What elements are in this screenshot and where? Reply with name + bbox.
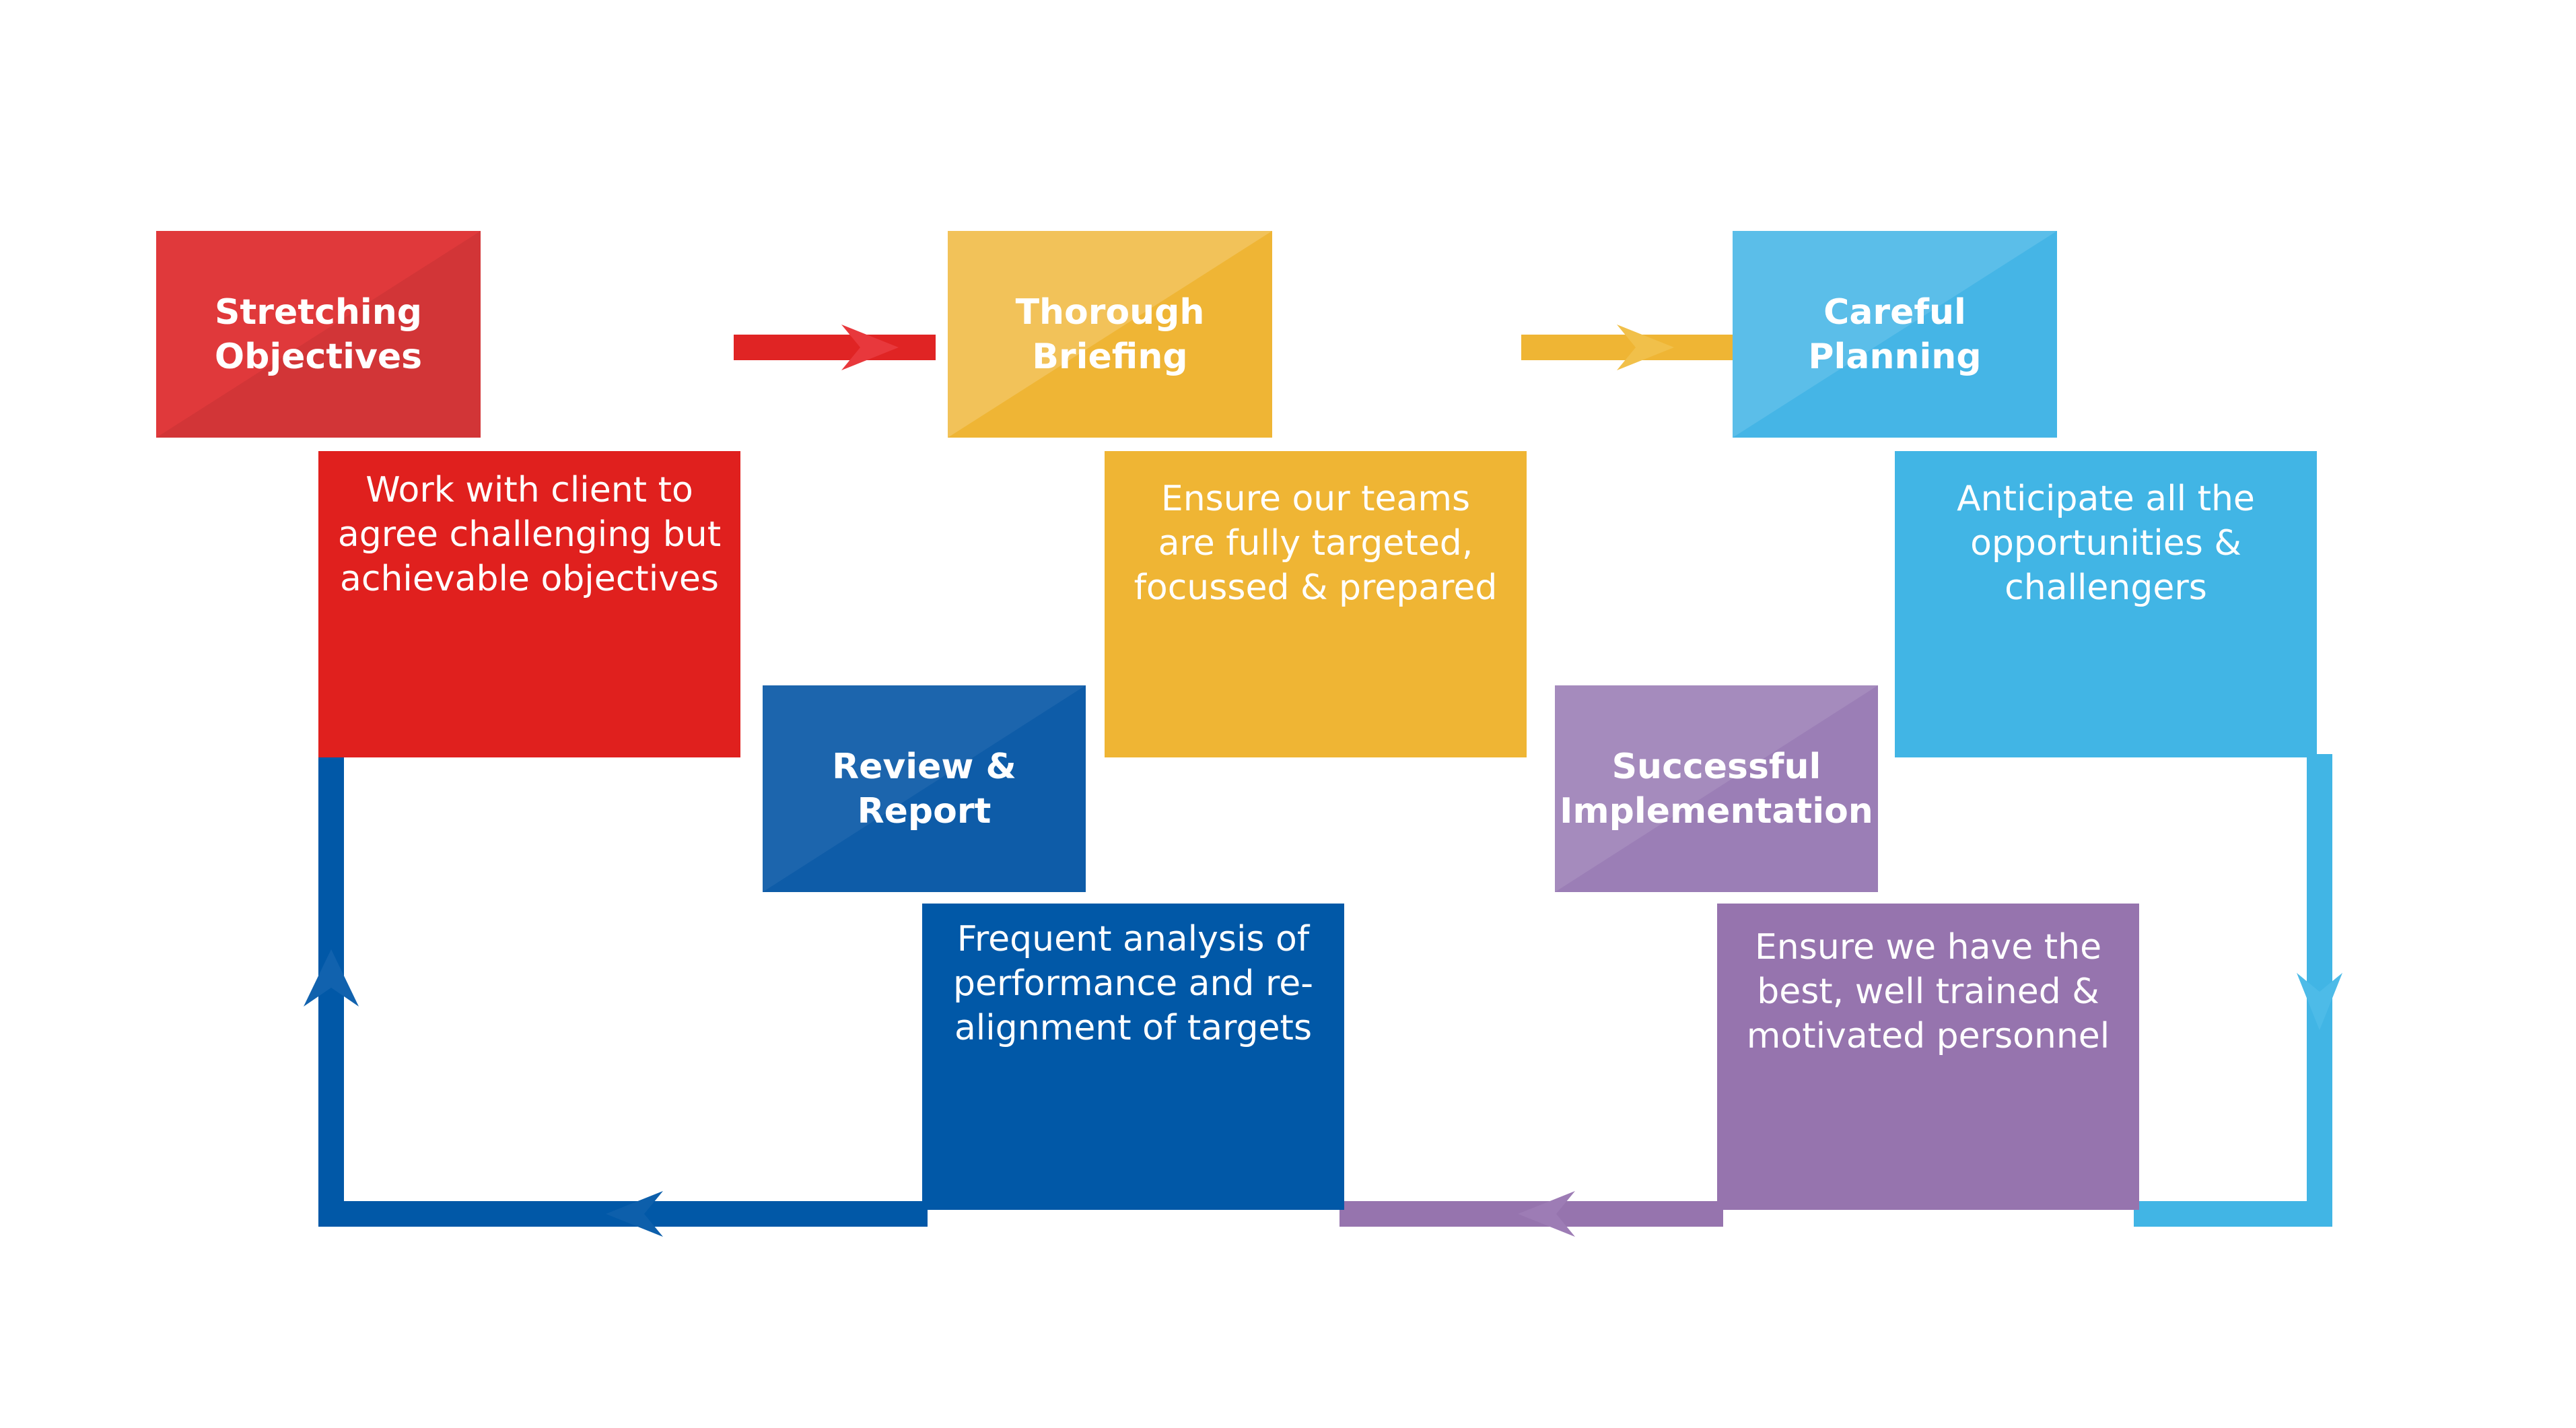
description-text: Work with client to agree challenging bu… bbox=[337, 470, 722, 599]
careful-planning-title-box: Careful Planning bbox=[1733, 231, 2057, 438]
arrow-left-icon bbox=[606, 1191, 663, 1237]
connector-lightblue-horizontal bbox=[2134, 1201, 2332, 1227]
arrow-right-icon bbox=[1617, 325, 1674, 370]
stage-title: Careful Planning bbox=[1808, 292, 1982, 377]
stage-title: Stretching Objectives bbox=[214, 292, 423, 377]
review-report-description: Frequent analysis of performance and re-… bbox=[922, 904, 1344, 1210]
connector-red-line bbox=[734, 335, 936, 360]
shine-overlay bbox=[763, 685, 1086, 892]
arrow-left-icon bbox=[1518, 1191, 1575, 1237]
description-text: Ensure our teams are fully targeted, foc… bbox=[1134, 479, 1498, 608]
shine-overlay bbox=[1555, 685, 1878, 892]
stage-title: Review & Report bbox=[832, 746, 1016, 831]
arrow-up-icon bbox=[304, 949, 359, 1007]
arrow-down-icon bbox=[2297, 973, 2342, 1030]
description-text: Frequent analysis of performance and re-… bbox=[953, 919, 1313, 1048]
thorough-briefing-title-box: Thorough Briefing bbox=[948, 231, 1272, 438]
successful-implementation-description: Ensure we have the best, well trained & … bbox=[1717, 904, 2139, 1210]
description-text: Ensure we have the best, well trained & … bbox=[1746, 927, 2110, 1056]
review-report-title-box: Review & Report bbox=[763, 685, 1086, 892]
description-text: Anticipate all the opportunities & chall… bbox=[1957, 479, 2255, 608]
shine-overlay bbox=[948, 231, 1272, 438]
stage-title: Thorough Briefing bbox=[1015, 292, 1205, 377]
shine-overlay bbox=[1733, 231, 2057, 438]
stage-title: Successful Implementation bbox=[1560, 746, 1873, 831]
stretching-objectives-description: Work with client to agree challenging bu… bbox=[318, 451, 740, 757]
successful-implementation-title-box: Successful Implementation bbox=[1555, 685, 1878, 892]
careful-planning-description: Anticipate all the opportunities & chall… bbox=[1895, 451, 2317, 757]
arrow-right-icon bbox=[841, 325, 899, 370]
shine-overlay bbox=[156, 231, 481, 438]
thorough-briefing-description: Ensure our teams are fully targeted, foc… bbox=[1105, 451, 1527, 757]
stretching-objectives-title-box: Stretching Objectives bbox=[156, 231, 481, 438]
